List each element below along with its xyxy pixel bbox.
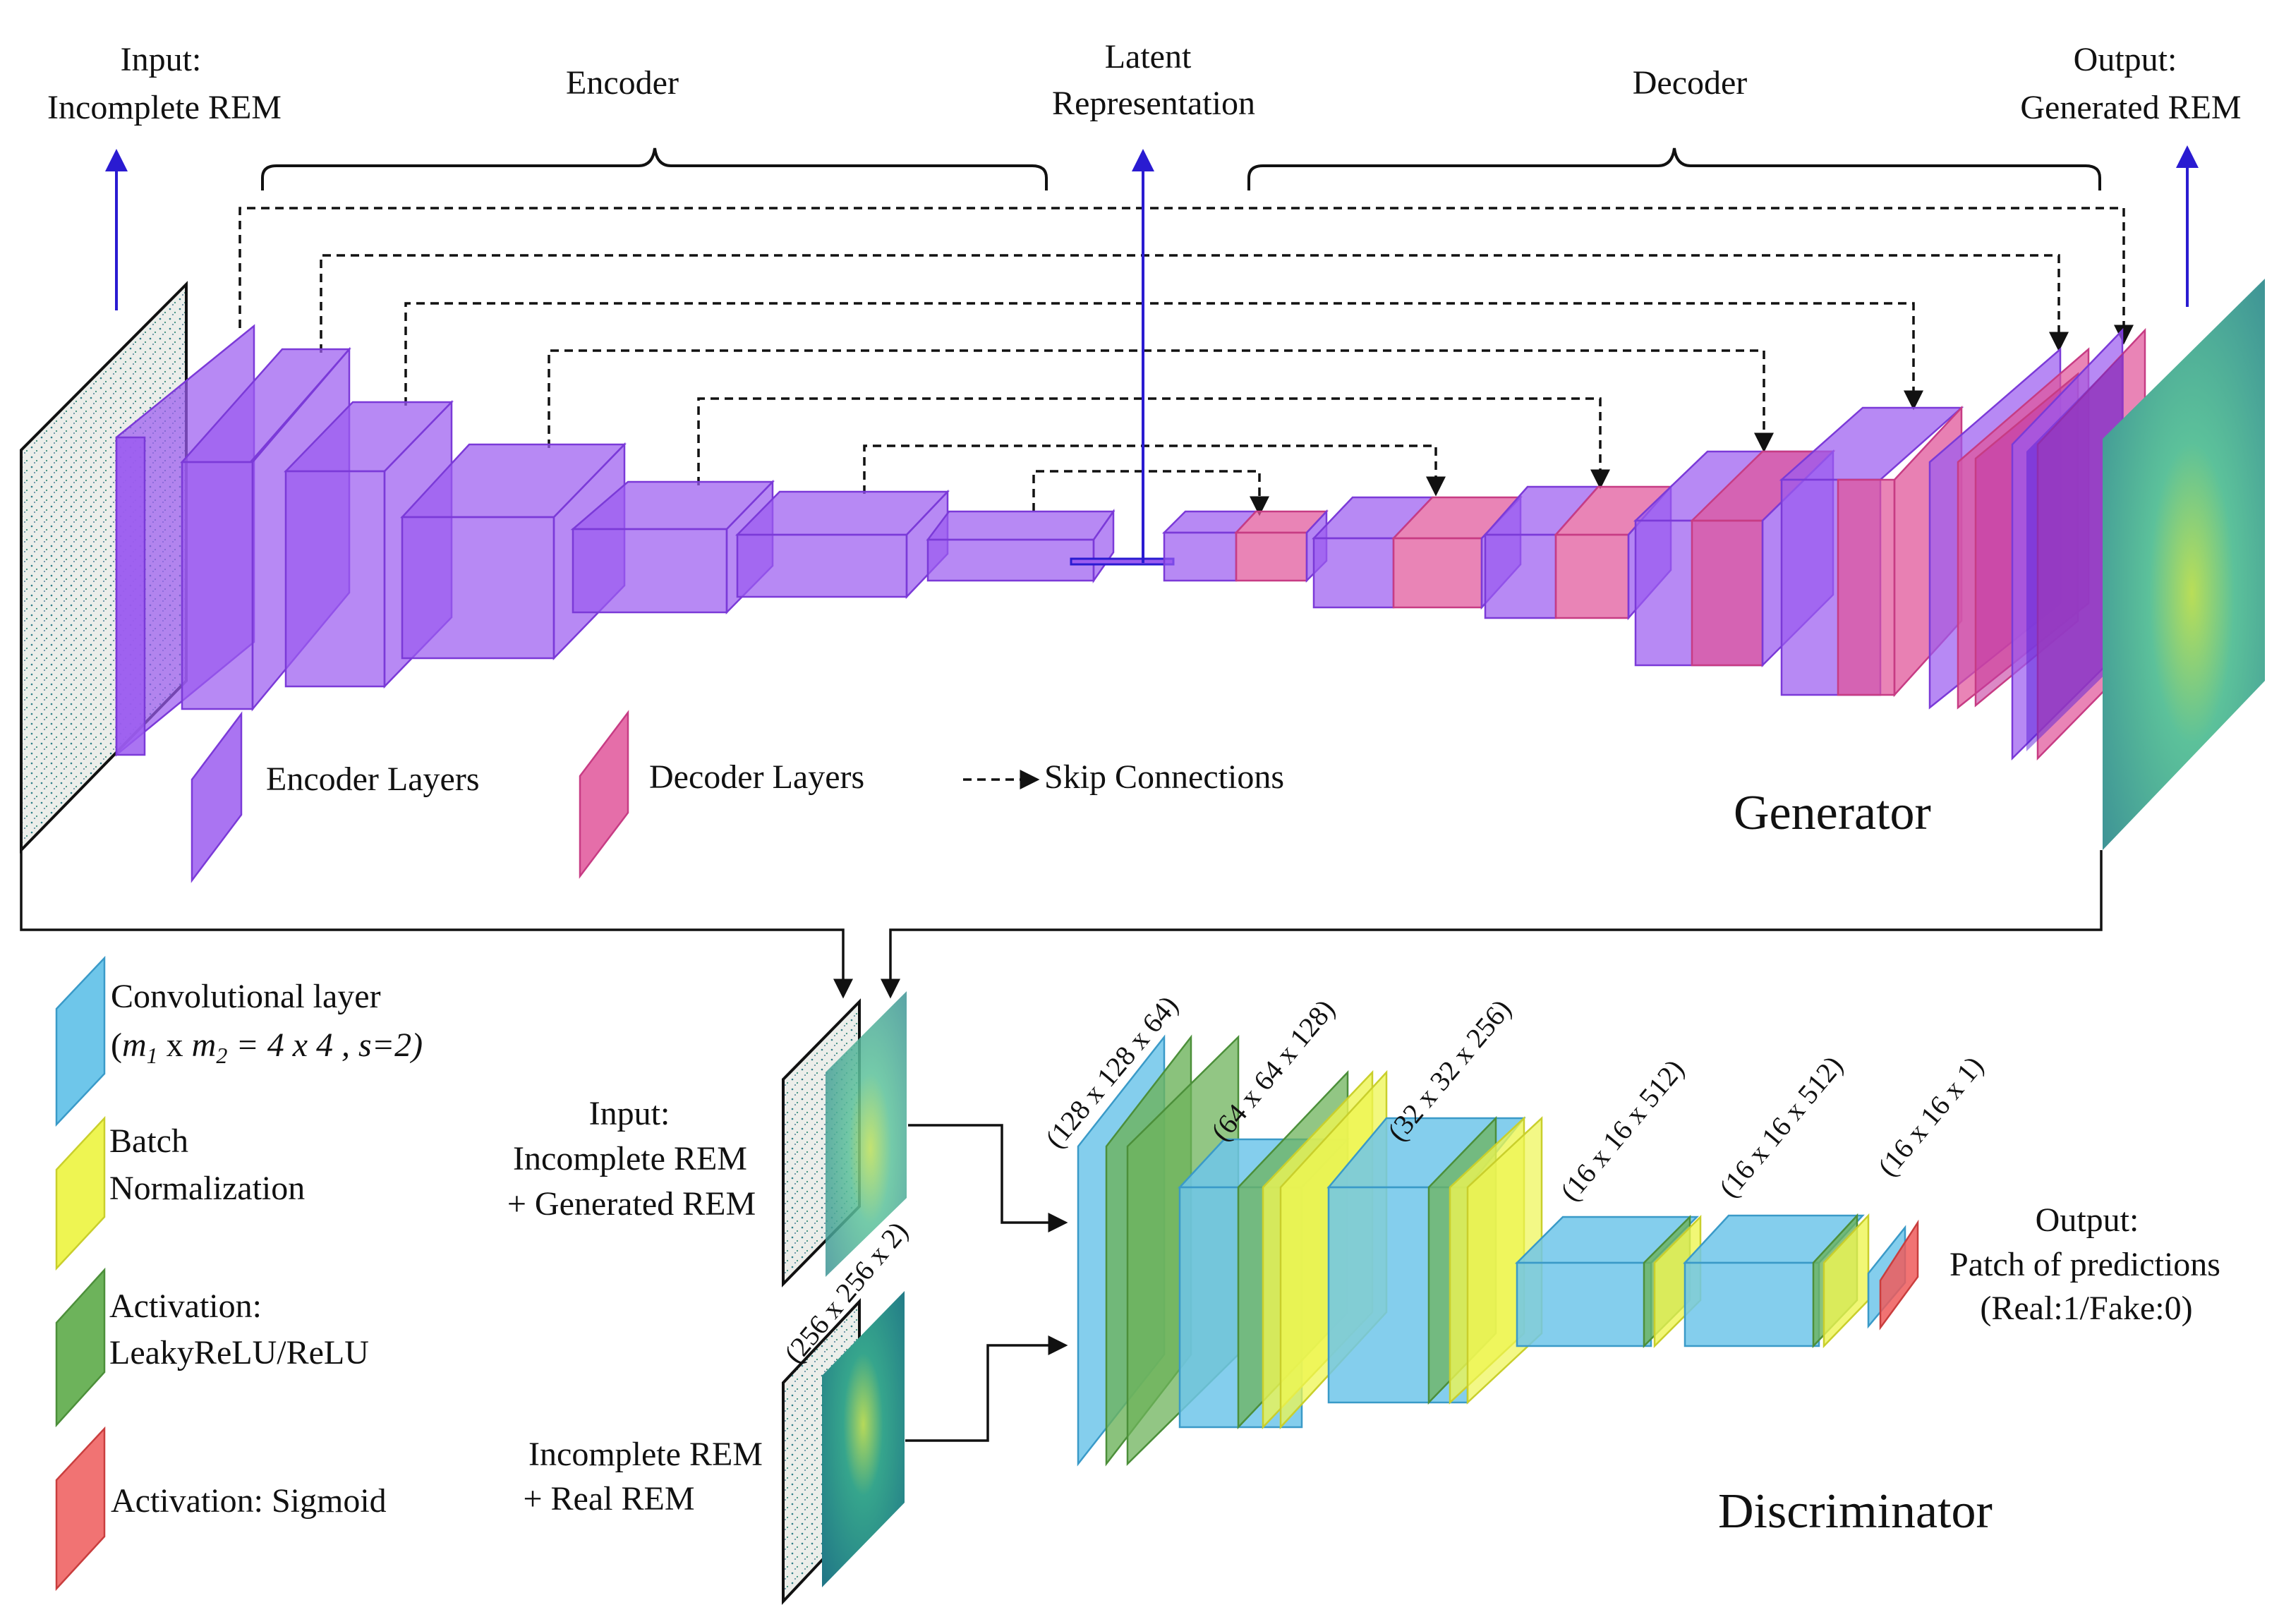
encoder-legend-swatch: [191, 711, 243, 883]
disc-dims-4: (16 x 16 x 512): [1554, 1053, 1690, 1207]
skip-connection-2: [320, 254, 2069, 353]
activation-legend-label: Activation:: [109, 1287, 262, 1325]
batchnorm-legend-label: Batch: [109, 1122, 188, 1160]
connector-generated-rem: [881, 850, 2103, 999]
generator-title: Generator: [1734, 786, 1931, 840]
sigmoid-legend-label: Activation: Sigmoid: [111, 1482, 387, 1520]
latent-label: Latent: [1105, 38, 1192, 75]
decoder-layer-1: [1161, 509, 1329, 583]
disc-input-a-label: Input:: [589, 1095, 670, 1132]
skip-legend-label: Skip Connections: [1044, 758, 1284, 796]
encoder-label: Encoder: [566, 64, 679, 102]
skip-connection-6: [863, 444, 1446, 497]
disc-input-b-real-map: [822, 1291, 905, 1587]
connector-incomplete-rem: [20, 850, 853, 999]
generator-output-label-2: Generated REM: [2020, 89, 2241, 126]
skip-connection-5: [697, 397, 1610, 490]
layer-type-legend: Convolutional layer (m1 x m2 = 4 x 4 , s…: [55, 955, 423, 1592]
skip-connection-7: [1032, 470, 1269, 516]
skip-connection-1: [238, 207, 2134, 345]
encoder-layer-6: [735, 489, 950, 600]
disc-input-a-label-2: Incomplete REM: [513, 1140, 747, 1177]
generator-network: Input: Incomplete REM: [20, 38, 2265, 883]
disc-block-5: [1683, 1213, 1870, 1349]
encoder-layer-7: [926, 509, 1116, 583]
disc-output-label-3: (Real:1/Fake:0): [1980, 1290, 2192, 1327]
decoder-brace: [1247, 147, 2101, 190]
latent-vector: [1070, 557, 1175, 566]
encoder-legend-label: Encoder Layers: [266, 761, 480, 798]
sigmoid-legend-swatch: [55, 1426, 106, 1592]
activation-legend-swatch: [55, 1267, 106, 1428]
generator-to-discriminator-connectors: [20, 850, 2103, 999]
disc-output-label-2: Patch of predictions: [1949, 1246, 2220, 1283]
disc-block-4: [1514, 1214, 1702, 1349]
conv-legend-params: (m1 x m2 = 4 x 4 , s=2): [111, 1026, 423, 1068]
encoder-blocks: [115, 324, 1116, 757]
decoder-legend-label: Decoder Layers: [649, 758, 864, 796]
disc-output-label: Output:: [2036, 1201, 2139, 1239]
generator-input-label-2: Incomplete REM: [47, 89, 282, 126]
latent-label-2: Representation: [1052, 85, 1255, 122]
disc-input-a-arrow: [908, 1124, 1068, 1232]
discriminator-network: Input: Incomplete REM + Generated REM In…: [507, 990, 2220, 1606]
conv-legend-swatch: [55, 955, 106, 1127]
disc-input-b-label-2: + Real REM: [523, 1480, 694, 1517]
disc-input-a-label-3: + Generated REM: [507, 1185, 756, 1223]
disc-input-a-generated-map: [826, 991, 907, 1277]
decoder-blocks: [1161, 327, 2146, 761]
batchnorm-legend-label-2: Normalization: [109, 1170, 305, 1207]
decoder-legend-swatch: [579, 710, 629, 879]
disc-input-b-arrow: [905, 1335, 1068, 1442]
decoder-label: Decoder: [1633, 64, 1748, 102]
skip-connections: [238, 207, 2134, 516]
disc-dims-6: (16 x 16 x 1): [1871, 1050, 1989, 1182]
discriminator-title: Discriminator: [1718, 1484, 1993, 1539]
disc-input-b-label: Incomplete REM: [528, 1436, 763, 1473]
skip-connection-3: [404, 302, 1923, 411]
skip-connection-4: [548, 349, 1774, 453]
generator-output-map: [2103, 279, 2265, 850]
disc-block-3: [1326, 1115, 1543, 1405]
activation-legend-label-2: LeakyReLU/ReLU: [109, 1334, 369, 1371]
disc-dims-5: (16 x 16 x 512): [1712, 1050, 1849, 1204]
conv-legend-label: Convolutional layer: [111, 978, 381, 1015]
disc-block-6: [1867, 1219, 1919, 1331]
encoder-brace: [261, 147, 1048, 190]
batchnorm-legend-swatch: [55, 1115, 106, 1271]
generator-input-label: Input:: [121, 41, 202, 78]
generator-output-label: Output:: [2074, 41, 2177, 78]
